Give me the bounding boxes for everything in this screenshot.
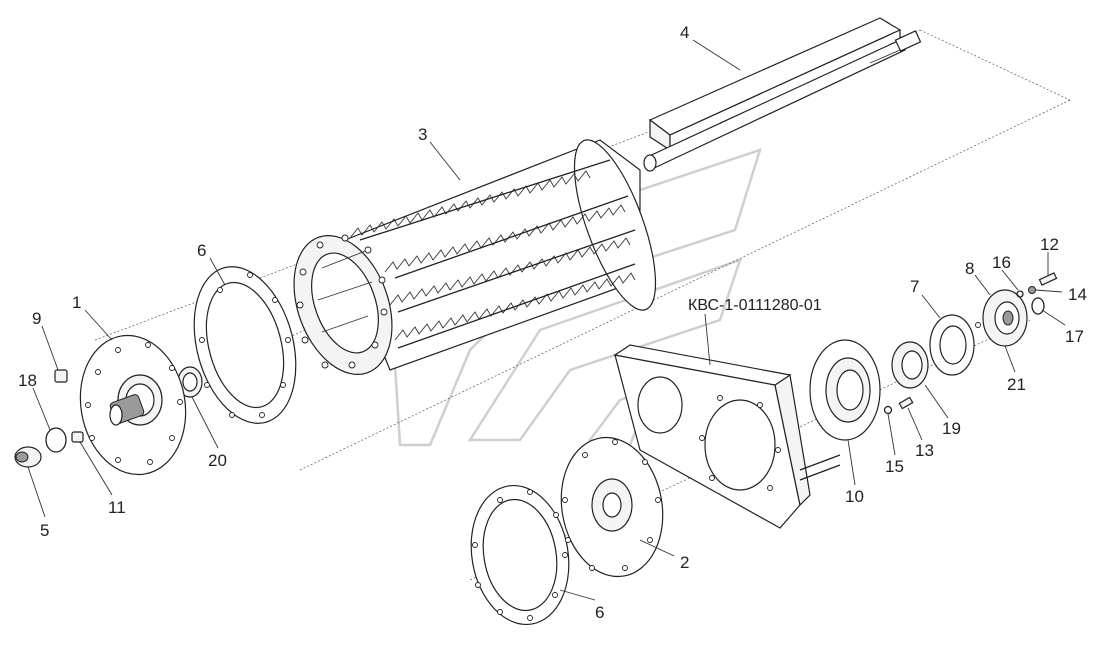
callout-8: 8	[965, 259, 974, 278]
callout-21: 21	[1007, 375, 1026, 394]
part-11-plug	[71, 431, 84, 443]
callout-6-upper: 6	[197, 241, 206, 260]
callout-1: 1	[72, 293, 81, 312]
part-9-plug	[54, 369, 68, 383]
callout-20: 20	[208, 451, 227, 470]
callout-14: 14	[1068, 285, 1087, 304]
part-17-ring	[1031, 297, 1045, 315]
callout-16: 16	[992, 253, 1011, 272]
part-6-gasket-upper	[193, 266, 297, 424]
part-12-screw	[1038, 272, 1058, 286]
callout-18: 18	[18, 371, 37, 390]
part-7-gasket	[929, 314, 975, 376]
callout-3: 3	[418, 125, 427, 144]
callout-19: 19	[942, 419, 961, 438]
callout-11: 11	[108, 498, 126, 517]
part-1-flange-hub	[79, 334, 187, 476]
part-18-retaining-ring	[45, 427, 67, 453]
callout-17: 17	[1065, 327, 1084, 346]
callout-10: 10	[845, 487, 864, 506]
callout-6-lower: 6	[595, 603, 604, 622]
drum-flange-bolt-holes	[296, 234, 388, 369]
callout-5: 5	[40, 521, 49, 540]
callout-12: 12	[1040, 235, 1059, 254]
part-10-bearing-housing	[809, 339, 881, 441]
callout-7: 7	[910, 277, 919, 296]
part-2-flange	[560, 436, 664, 578]
part-3-toothed-drum	[293, 139, 657, 375]
housing-bracket	[613, 344, 841, 529]
callout-15: 15	[885, 457, 904, 476]
part-16-washer	[1016, 290, 1024, 298]
drum-tooth-rows	[349, 159, 636, 349]
part-20-bearing	[177, 366, 203, 398]
callout-2: 2	[680, 553, 689, 572]
part-21-cover	[975, 289, 1028, 347]
part-5-end-cap	[14, 446, 42, 468]
part-15-washer	[883, 405, 893, 415]
leader-lines	[27, 39, 1066, 601]
part-4-beam-shaft	[643, 17, 922, 172]
callout-13: 13	[915, 441, 934, 460]
part-14-nut	[1028, 286, 1036, 294]
callout-4: 4	[680, 23, 689, 42]
part-19-bearing	[891, 341, 929, 389]
assembly-code-label: КВС-1-0111280-01	[688, 297, 822, 314]
callout-9: 9	[32, 309, 41, 328]
part-13-bolt	[898, 396, 914, 410]
part-6-gasket-lower	[470, 484, 570, 626]
